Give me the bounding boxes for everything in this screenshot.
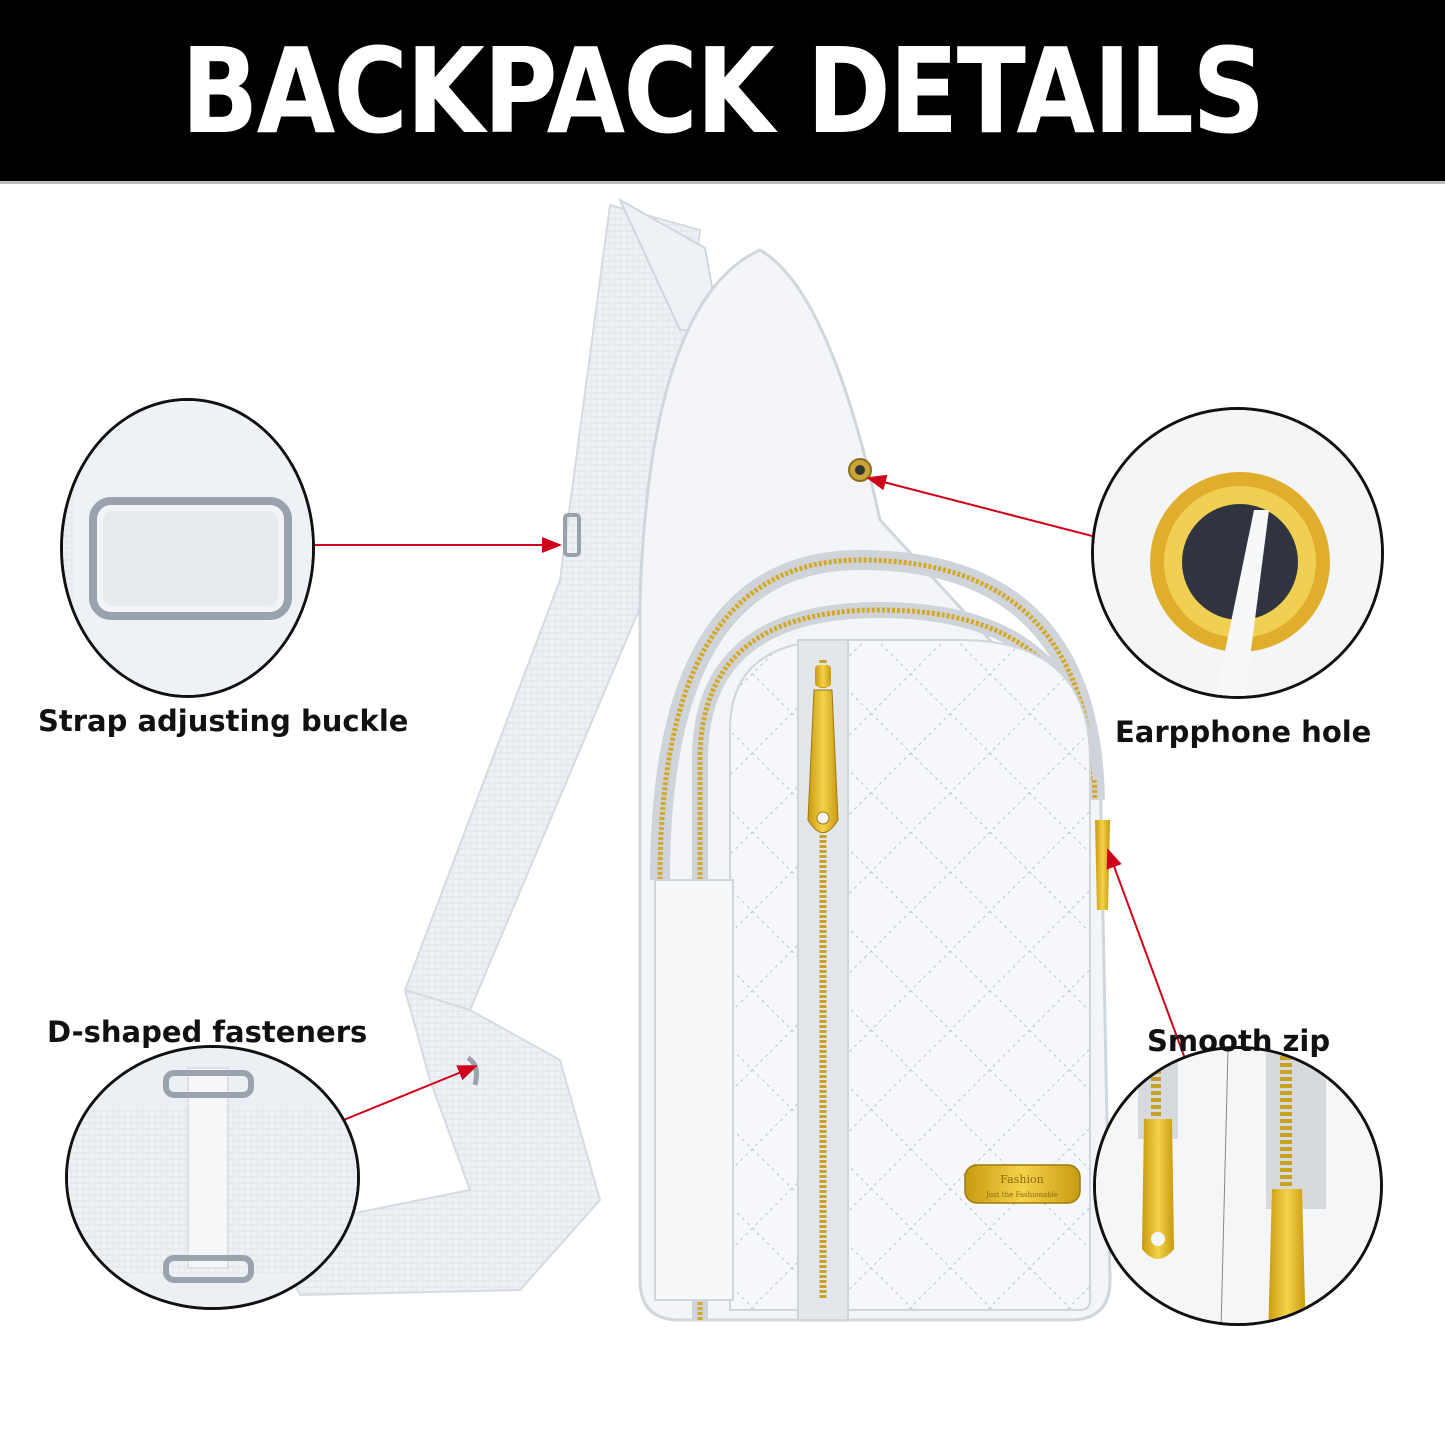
label-strap-buckle: Strap adjusting buckle (38, 704, 409, 738)
svg-text:Fashion: Fashion (1000, 1173, 1043, 1186)
label-smooth-zip: Smooth zip (1147, 1024, 1331, 1058)
header-banner: BACKPACK DETAILS (0, 0, 1445, 181)
zip-pull-icon (1142, 1119, 1174, 1259)
detail-circle-strap-buckle (60, 398, 315, 698)
detail-circle-smooth-zip (1093, 1046, 1383, 1326)
svg-text:Just the Fashionable: Just the Fashionable (985, 1191, 1058, 1199)
brand-badge (964, 1164, 1081, 1204)
quilted-panel (729, 639, 1091, 1311)
detail-circle-d-fasteners (65, 1045, 360, 1310)
earphone-cable (1215, 510, 1269, 696)
detail-circle-earphone-hole (1091, 407, 1384, 699)
label-earphone-hole: Earpphone hole (1115, 715, 1372, 749)
banner-divider (0, 181, 1445, 184)
d-ring-icon (163, 1070, 254, 1098)
page-title: BACKPACK DETAILS (181, 21, 1265, 160)
label-d-fasteners: D-shaped fasteners (47, 1015, 368, 1049)
